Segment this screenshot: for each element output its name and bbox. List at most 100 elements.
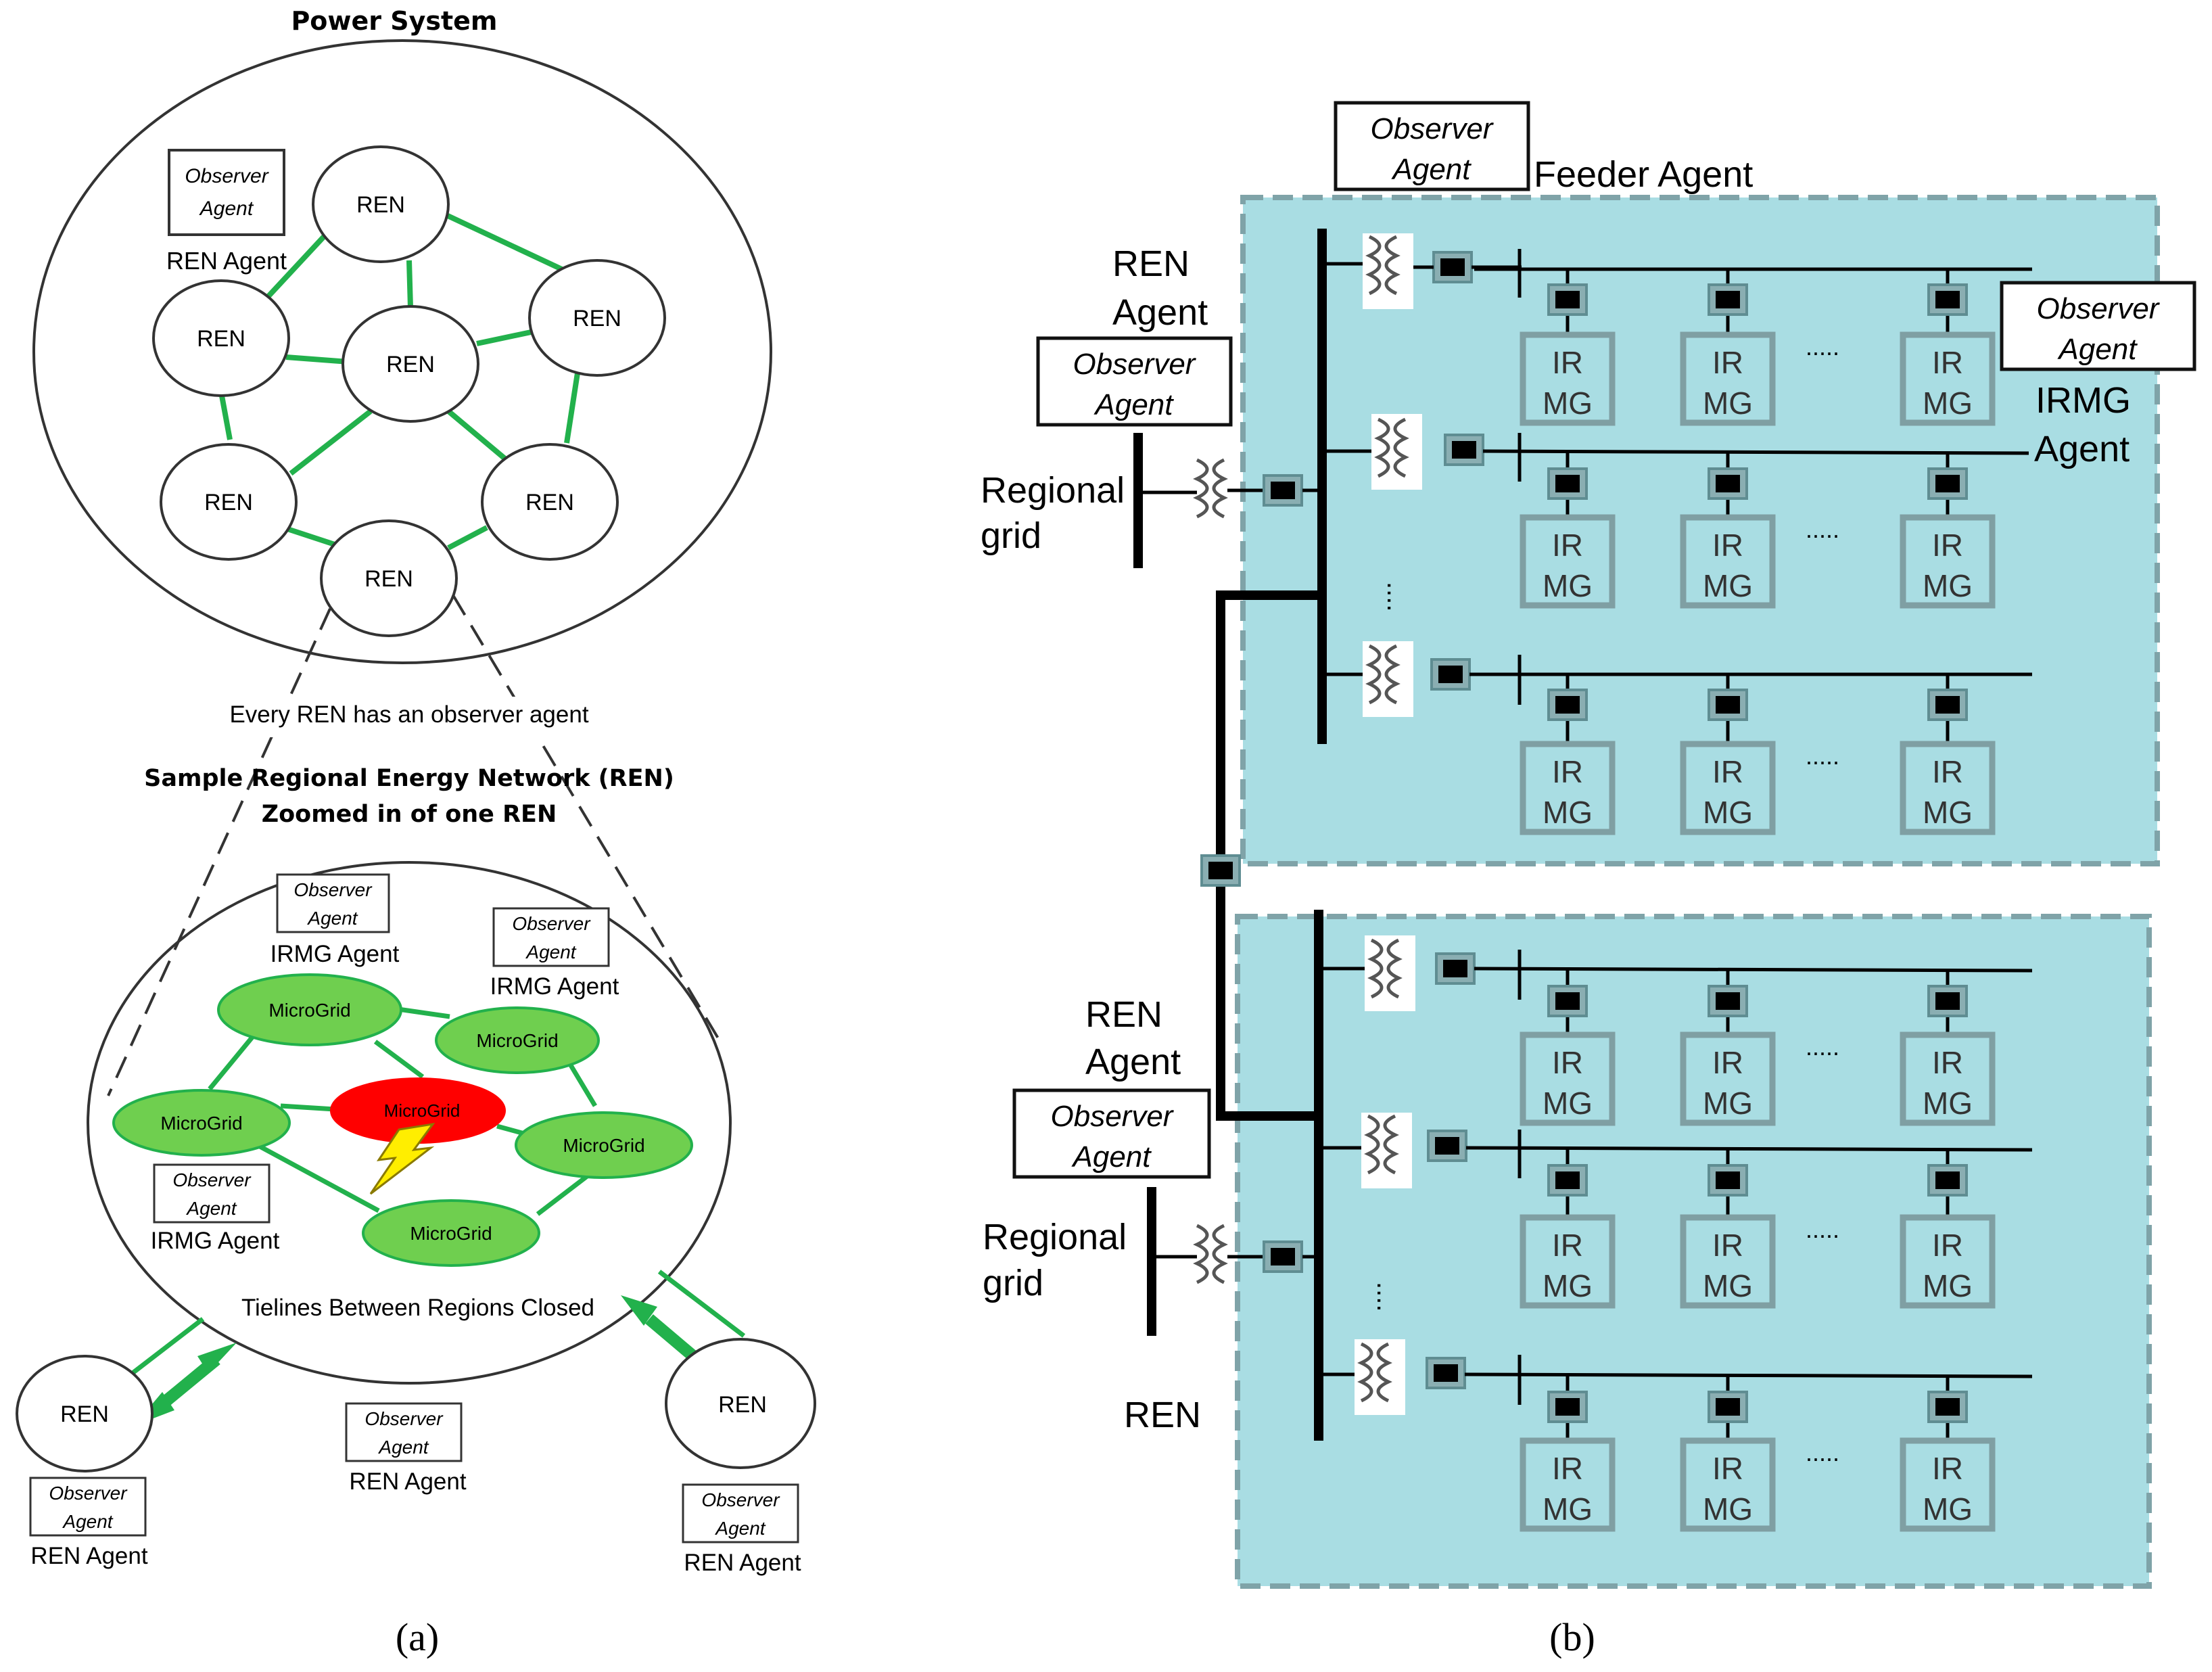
irmg-box — [1520, 741, 1616, 835]
microgrid-label: MicroGrid — [160, 1113, 242, 1134]
observer-label: Observer — [1371, 112, 1495, 145]
ren-label: REN — [573, 306, 621, 331]
ren-agent-line1: REN — [1085, 994, 1162, 1035]
observer-agent-box — [682, 1483, 799, 1543]
irmg-unit: IRMG — [1900, 971, 1996, 1126]
agent-label: Agent — [1071, 1140, 1152, 1174]
feeder-row — [1322, 414, 2029, 490]
irmg-unit: IRMG — [1520, 674, 1616, 835]
microgrid-node — [217, 973, 402, 1046]
irmg-box — [1900, 1437, 1996, 1532]
regional-grid-line1: Regional — [981, 470, 1125, 511]
observer-label: Observer — [49, 1483, 128, 1504]
ren-label: REN — [356, 192, 405, 218]
irmg-mg-label: MG — [1703, 568, 1753, 603]
ren-label: REN — [197, 326, 245, 352]
agent-label: Agent — [306, 908, 358, 929]
observer-agent-box — [29, 1477, 147, 1537]
feeder-row — [1319, 935, 2033, 1011]
ren-node-bottom — [320, 519, 458, 637]
irmg-unit: IRMG — [1680, 269, 1776, 426]
ren-label-b: REN — [1124, 1395, 1201, 1435]
irmg-mg-label: MG — [1543, 386, 1593, 421]
irmg-box — [1680, 514, 1776, 609]
observer-label: Observer — [2037, 292, 2161, 325]
ren-agent-label: REN Agent — [30, 1543, 147, 1569]
ren-label: REN — [386, 352, 435, 377]
ellipsis-horizontal: ..... — [1806, 742, 1839, 770]
sample-ren-title: Sample Regional Energy Network (REN) — [144, 765, 674, 792]
irmg-mg-label: MG — [1923, 568, 1973, 603]
observer-label: Observer — [512, 913, 591, 934]
irmg-unit: IRMG — [1900, 453, 1996, 609]
ren-label: REN — [525, 490, 574, 515]
microgrid-node — [515, 1111, 693, 1179]
irmg-box — [1520, 1437, 1616, 1532]
ellipsis-vertical: .... — [1382, 582, 1411, 611]
power-system-title: Power System — [291, 6, 497, 36]
observer-agent-box — [1012, 1088, 1211, 1179]
microgrid-label: MicroGrid — [476, 1030, 558, 1051]
ren-node-outer-right — [665, 1338, 816, 1469]
irmg-box — [1520, 1031, 1616, 1126]
irmg-box — [1900, 514, 1996, 609]
ren-label: REN — [364, 566, 413, 592]
irmg-unit: IR MG — [1680, 453, 1776, 609]
ellipsis-vertical: .... — [1371, 1282, 1401, 1311]
ren-label: REN — [60, 1401, 109, 1427]
irmg-box — [1680, 1214, 1776, 1309]
irmg-mg-label: MG — [1703, 1491, 1753, 1527]
observer-agent-box — [168, 149, 285, 236]
irmg-mg-label: MG — [1923, 386, 1973, 421]
ren-region-lower — [1235, 914, 2152, 1589]
observer-agent-box — [1334, 101, 1530, 191]
feeder-row — [1319, 1113, 2033, 1188]
irmg-ir-label: IR — [1932, 1451, 1963, 1486]
ren-agent-line2: Agent — [1085, 1042, 1181, 1082]
panel-a-letter: (a) — [396, 1615, 439, 1659]
microgrid-node — [112, 1089, 291, 1157]
irmg-box — [1520, 331, 1616, 426]
irmg-ir-label: IR — [1712, 1045, 1743, 1080]
irmg-mg-label: MG — [1703, 795, 1753, 830]
irmg-unit: IRMG — [1680, 1150, 1776, 1309]
agent-label: Agent — [185, 1198, 237, 1219]
irmg-ir-label: IR — [1552, 1451, 1583, 1486]
irmg-ir-label: IR — [1932, 345, 1963, 380]
irmg-mg-label: MG — [1703, 1086, 1753, 1121]
microgrid-node — [435, 1006, 600, 1074]
irmg-box — [1680, 1437, 1776, 1532]
irmg-mg-label: MG — [1543, 568, 1593, 603]
microgrid-label: MicroGrid — [563, 1135, 644, 1156]
agent-label: Agent — [2057, 333, 2138, 366]
irmg-unit: IRMG — [1520, 971, 1616, 1126]
ren-agent-line1: REN — [1112, 243, 1190, 284]
microgrid-label: MicroGrid — [410, 1223, 492, 1244]
feeder-row — [1319, 1339, 2033, 1415]
observer-label: Observer — [172, 1169, 252, 1190]
irmg-agent-label: IRMG Agent — [151, 1228, 280, 1254]
panel-b: Observer Agent Feeder Agent REN Agent Ob… — [981, 101, 2196, 1589]
irmg-box — [1520, 514, 1616, 609]
zoomed-title: Zoomed in of one REN — [262, 801, 557, 828]
irmg-box — [1520, 1214, 1616, 1309]
panel-a: Power System REN — [16, 6, 816, 1659]
irmg-unit: IRMG — [1900, 1150, 1996, 1309]
ren-node-lower-right — [481, 443, 619, 561]
irmg-box — [1680, 741, 1776, 835]
observer-label: Observer — [185, 165, 268, 187]
observer-label: Observer — [1073, 348, 1197, 381]
irmg-unit: IRMG — [1680, 1376, 1776, 1532]
observer-agent-box — [2000, 281, 2196, 371]
ren-label: REN — [718, 1392, 767, 1418]
power-system-circle — [32, 39, 772, 664]
tielines-caption: Tielines Between Regions Closed — [241, 1295, 594, 1321]
agent-label: Agent — [62, 1511, 113, 1532]
feeder-agent-label: Feeder Agent — [1534, 154, 1753, 195]
irmg-mg-label: MG — [1923, 795, 1973, 830]
irmg-ir-label: IR — [1712, 528, 1743, 563]
ellipsis-horizontal: ..... — [1806, 1215, 1839, 1243]
regional-grid-line2: grid — [983, 1263, 1043, 1303]
ellipsis-horizontal: ..... — [1806, 1033, 1839, 1061]
ren-label: REN — [204, 490, 253, 515]
